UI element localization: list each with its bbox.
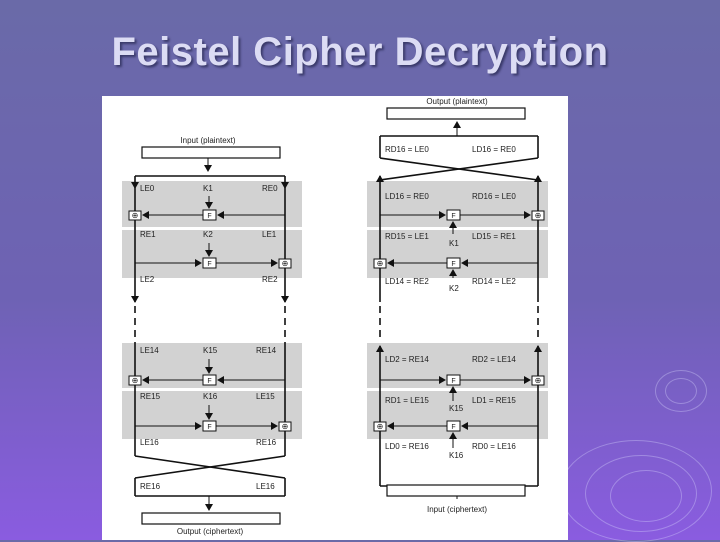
enc-f-16-label: F	[207, 424, 211, 431]
dec-row3-left: LD14 = RE2	[385, 277, 429, 286]
dec-k16: K16	[449, 451, 464, 460]
dec-row2-left: RD15 = LE1	[385, 232, 429, 241]
dec-row6-right: RD0 = LE16	[472, 442, 516, 451]
enc-xor-1-symbol: ⊕	[132, 211, 139, 220]
enc-le2: LE2	[140, 275, 155, 284]
enc-f-2-label: F	[207, 261, 211, 268]
enc-f-15-label: F	[207, 378, 211, 385]
dec-row4-left: LD2 = RE14	[385, 355, 429, 364]
enc-le16: LE16	[140, 438, 159, 447]
encryption-side: Input (plaintext) LE0 K1 RE0 ⊕ F RE1 K2 …	[122, 136, 302, 536]
enc-output-box	[141, 512, 281, 525]
enc-final-re16: RE16	[140, 482, 161, 491]
dec-xor-15	[531, 375, 545, 386]
dec-k2: K2	[449, 284, 459, 293]
enc-k15: K15	[203, 346, 218, 355]
enc-xor-2-symbol: ⊕	[282, 259, 289, 268]
enc-re16: RE16	[256, 438, 277, 447]
enc-k2: K2	[203, 230, 213, 239]
dec-xor-16	[373, 421, 387, 432]
enc-k1: K1	[203, 184, 213, 193]
enc-le15: LE15	[256, 392, 275, 401]
enc-le14: LE14	[140, 346, 159, 355]
dec-row1-left: LD16 = RE0	[385, 192, 429, 201]
feistel-diagram-panel: Input (plaintext) LE0 K1 RE0 ⊕ F RE1 K2 …	[102, 96, 568, 540]
feistel-diagram: Input (plaintext) LE0 K1 RE0 ⊕ F RE1 K2 …	[122, 97, 548, 536]
enc-final-le16: LE16	[256, 482, 275, 491]
dec-k1: K1	[449, 239, 459, 248]
dec-k15: K15	[449, 404, 464, 413]
enc-output-label: Output (ciphertext)	[177, 527, 244, 536]
dec-row6-left: LD0 = RE16	[385, 442, 429, 451]
enc-re0: RE0	[262, 184, 278, 193]
slide-title: Feistel Cipher Decryption	[111, 30, 609, 74]
dec-row5-left: RD1 = LE15	[385, 396, 429, 405]
dec-input-box	[386, 484, 526, 497]
dec-xor-2	[373, 258, 387, 269]
dec-row4-right: RD2 = LE14	[472, 355, 516, 364]
dec-xor-15-symbol: ⊕	[535, 376, 542, 385]
enc-input-label: Input (plaintext)	[180, 136, 235, 145]
enc-xor-16	[278, 421, 292, 432]
enc-re15: RE15	[140, 392, 161, 401]
enc-xor-15	[128, 375, 142, 386]
dec-row2-right: LD15 = RE1	[472, 232, 516, 241]
dec-round2-band	[367, 230, 548, 278]
dec-f-16-label: F	[451, 424, 455, 431]
enc-re14: RE14	[256, 346, 277, 355]
enc-xor-2	[278, 258, 292, 269]
enc-xor-16-symbol: ⊕	[282, 422, 289, 431]
dec-row5-right: LD1 = RE15	[472, 396, 516, 405]
dec-xor-16-symbol: ⊕	[377, 422, 384, 431]
enc-xor-15-symbol: ⊕	[132, 376, 139, 385]
decryption-side: Output (plaintext) RD16 = LE0 LD16 = RE0…	[367, 97, 548, 514]
dec-final-right: LD16 = RE0	[472, 145, 516, 154]
dec-f-15-label: F	[451, 378, 455, 385]
enc-xor-1	[128, 210, 142, 221]
dec-f-1-label: F	[451, 213, 455, 220]
enc-re1: RE1	[140, 230, 156, 239]
enc-le1: LE1	[262, 230, 277, 239]
dec-xor-1	[531, 210, 545, 221]
enc-le0: LE0	[140, 184, 155, 193]
dec-final-left: RD16 = LE0	[385, 145, 429, 154]
enc-f-1-label: F	[207, 213, 211, 220]
dec-output-box	[386, 107, 526, 120]
dec-row1-right: RD16 = LE0	[472, 192, 516, 201]
dec-xor-2-symbol: ⊕	[377, 259, 384, 268]
dec-xor-1-symbol: ⊕	[535, 211, 542, 220]
dec-input-label: Input (ciphertext)	[427, 505, 487, 514]
dec-row3-right: RD14 = LE2	[472, 277, 516, 286]
dec-f-2-label: F	[451, 261, 455, 268]
enc-k16: K16	[203, 392, 218, 401]
dec-output-label: Output (plaintext)	[426, 97, 488, 106]
enc-re2: RE2	[262, 275, 278, 284]
enc-input-box	[141, 146, 281, 159]
